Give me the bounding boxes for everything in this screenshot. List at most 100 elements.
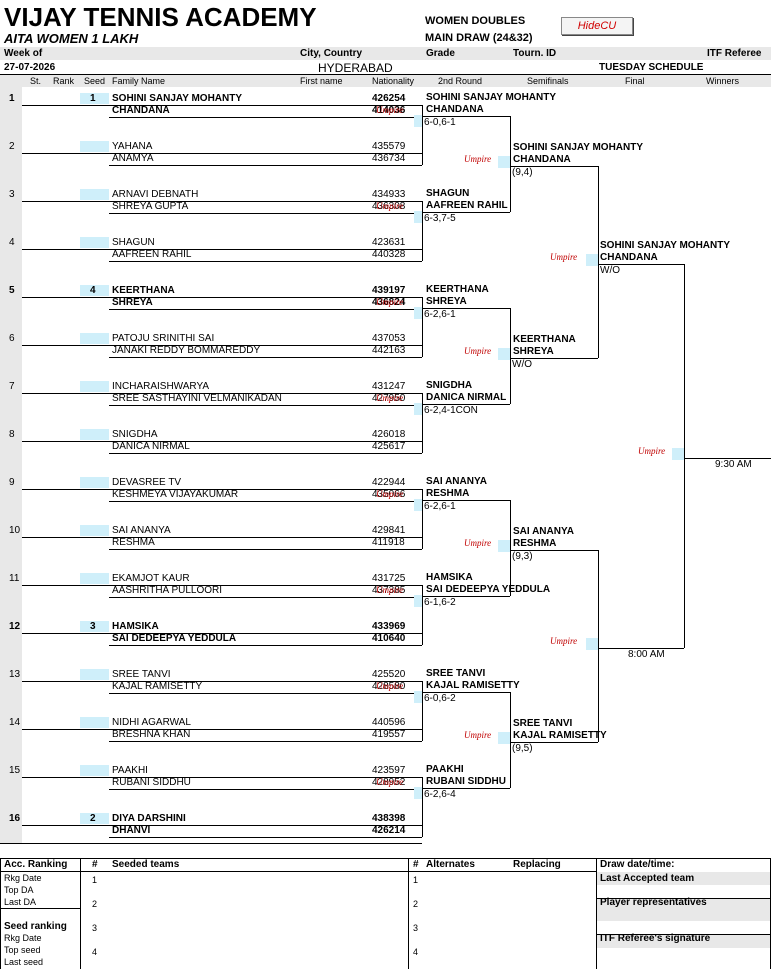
round2-player-2[interactable]: DANICA NIRMAL	[426, 392, 507, 403]
seeded-teams-label: Seeded teams	[112, 859, 180, 870]
round2-player-1[interactable]: SHAGUN	[426, 188, 470, 199]
player-2-id: 419557	[372, 729, 406, 740]
umpire-cell	[498, 540, 510, 552]
player-2-name[interactable]: DANICA NIRMAL	[112, 441, 190, 452]
semifinal-player-1[interactable]: KEERTHANA	[513, 334, 576, 345]
semifinal-player-2[interactable]: CHANDANA	[513, 154, 571, 165]
player-2-id: 437385	[372, 585, 406, 596]
player-2-id: 428952	[372, 777, 406, 788]
player-1-id: 423597	[372, 765, 406, 776]
bracket-connector	[684, 264, 685, 648]
semifinal-player-1[interactable]: SAI ANANYA	[513, 526, 574, 537]
seed-num-1: 1	[92, 875, 98, 885]
round2-line	[422, 212, 510, 213]
seed-cell	[80, 381, 109, 392]
player-2-name[interactable]: SHREYA GUPTA	[112, 201, 189, 212]
round2-player-1[interactable]: KEERTHANA	[426, 284, 489, 295]
round2-player-1[interactable]: SAI ANANYA	[426, 476, 487, 487]
draw-position-number: 10	[9, 525, 21, 536]
player-1-name[interactable]: HAMSIKA	[112, 621, 159, 632]
semifinal-line	[510, 742, 598, 743]
final-player-1[interactable]: SOHINI SANJAY MOHANTY	[600, 240, 731, 251]
round2-player-2[interactable]: KAJAL RAMISETTY	[426, 680, 520, 691]
entry-line	[109, 117, 422, 118]
round2-player-1[interactable]: SNIGDHA	[426, 380, 473, 391]
player-2-name[interactable]: KAJAL RAMISETTY	[112, 681, 203, 692]
player-1-name[interactable]: PATOJU SRINITHI SAI	[112, 333, 215, 344]
col-rank: Rank	[53, 76, 75, 86]
player-2-id: 442163	[372, 345, 406, 356]
umpire-label: Umpire	[464, 154, 492, 164]
tourn-id-label: Tourn. ID	[513, 48, 557, 59]
player-1-name[interactable]: SOHINI SANJAY MOHANTY	[112, 93, 243, 104]
seed-number: 2	[90, 813, 96, 824]
player-2-name[interactable]: SHREYA	[112, 297, 153, 308]
player-2-name[interactable]: BRESHNA KHAN	[112, 729, 191, 740]
player-2-name[interactable]: AAFREEN RAHIL	[112, 249, 192, 260]
player-1-name[interactable]: SHAGUN	[112, 237, 155, 248]
draw-position-number: 5	[9, 285, 15, 296]
semifinal-player-2[interactable]: RESHMA	[513, 538, 557, 549]
player-1-name[interactable]: INCHARAISHWARYA	[112, 381, 210, 392]
round2-player-2[interactable]: CHANDANA	[426, 104, 484, 115]
player-2-name[interactable]: CHANDANA	[112, 105, 170, 116]
round2-player-1[interactable]: SREE TANVI	[426, 668, 486, 679]
semifinal-score: (9,3)	[512, 551, 533, 562]
col-winners: Winners	[706, 76, 740, 86]
player-1-name[interactable]: PAAKHI	[112, 765, 148, 776]
hidecu-button[interactable]: HideCU	[561, 17, 633, 35]
seed-number: 4	[90, 285, 96, 296]
player-2-name[interactable]: SAI DEDEEPYA YEDDULA	[112, 633, 237, 644]
player-2-name[interactable]: ANAMYA	[112, 153, 154, 164]
seed-cell	[80, 669, 109, 680]
draw-position-number: 7	[9, 381, 15, 392]
entry-line	[109, 837, 422, 838]
referee-label: ITF Referee	[707, 48, 762, 59]
player-2-name[interactable]: KESHMEYA VIJAYAKUMAR	[112, 489, 239, 500]
bracket-connector	[510, 116, 511, 212]
round2-player-2[interactable]: RUBANI SIDDHU	[426, 776, 506, 787]
player-2-name[interactable]: SREE SASTHAYINI VELMANIKADAN	[112, 393, 282, 404]
round2-player-2[interactable]: AAFREEN RAHIL	[426, 200, 508, 211]
player-1-name[interactable]: ARNAVI DEBNATH	[112, 189, 199, 200]
round2-player-1[interactable]: HAMSIKA	[426, 572, 473, 583]
final-player-2[interactable]: CHANDANA	[600, 252, 658, 263]
entry-line	[109, 693, 422, 694]
round2-player-1[interactable]: SOHINI SANJAY MOHANTY	[426, 92, 557, 103]
semifinal-player-1[interactable]: SOHINI SANJAY MOHANTY	[513, 142, 644, 153]
round2-player-2[interactable]: RESHMA	[426, 488, 470, 499]
final-line	[598, 648, 684, 649]
player-1-name[interactable]: DIYA DARSHINI	[112, 813, 186, 824]
player-1-name[interactable]: DEVASREE TV	[112, 477, 182, 488]
bracket-connector	[422, 777, 423, 837]
seed-cell	[80, 141, 109, 152]
round2-player-2[interactable]: SHREYA	[426, 296, 467, 307]
player-1-name[interactable]: KEERTHANA	[112, 285, 175, 296]
round2-line	[422, 692, 510, 693]
round2-player-2[interactable]: SAI DEDEEPYA YEDDULA	[426, 584, 551, 595]
player-1-name[interactable]: SAI ANANYA	[112, 525, 171, 536]
umpire-cell	[586, 638, 598, 650]
semifinal-player-2[interactable]: SHREYA	[513, 346, 554, 357]
player-2-name[interactable]: DHANVI	[112, 825, 151, 836]
player-1-name[interactable]: SREE TANVI	[112, 669, 171, 680]
player-2-name[interactable]: RUBANI SIDDHU	[112, 777, 191, 788]
col-seed: Seed	[84, 76, 106, 86]
draw-position-number: 2	[9, 141, 15, 152]
player-1-name[interactable]: SNIGDHA	[112, 429, 158, 440]
player-2-name[interactable]: RESHMA	[112, 537, 155, 548]
player-1-name[interactable]: NIDHI AGARWAL	[112, 717, 191, 728]
seed-cell	[80, 189, 109, 200]
referee-signature-label: ITF Referee's signature	[600, 933, 711, 944]
player-2-name[interactable]: JANAKI REDDY BOMMAREDDY	[112, 345, 261, 356]
semifinal-player-2[interactable]: KAJAL RAMISETTY	[513, 730, 607, 741]
player-1-name[interactable]: YAHANA	[112, 141, 153, 152]
umpire-label: Umpire	[376, 585, 404, 595]
player-1-name[interactable]: EKAMJOT KAUR	[112, 573, 190, 584]
round2-player-1[interactable]: PAAKHI	[426, 764, 464, 775]
player-2-name[interactable]: AASHRITHA PULLOORI	[112, 585, 223, 596]
semifinal-player-1[interactable]: SREE TANVI	[513, 718, 573, 729]
player-1-id: 435579	[372, 141, 406, 152]
semifinal-score: W/O	[512, 359, 532, 370]
seed-num-2: 2	[92, 899, 98, 909]
